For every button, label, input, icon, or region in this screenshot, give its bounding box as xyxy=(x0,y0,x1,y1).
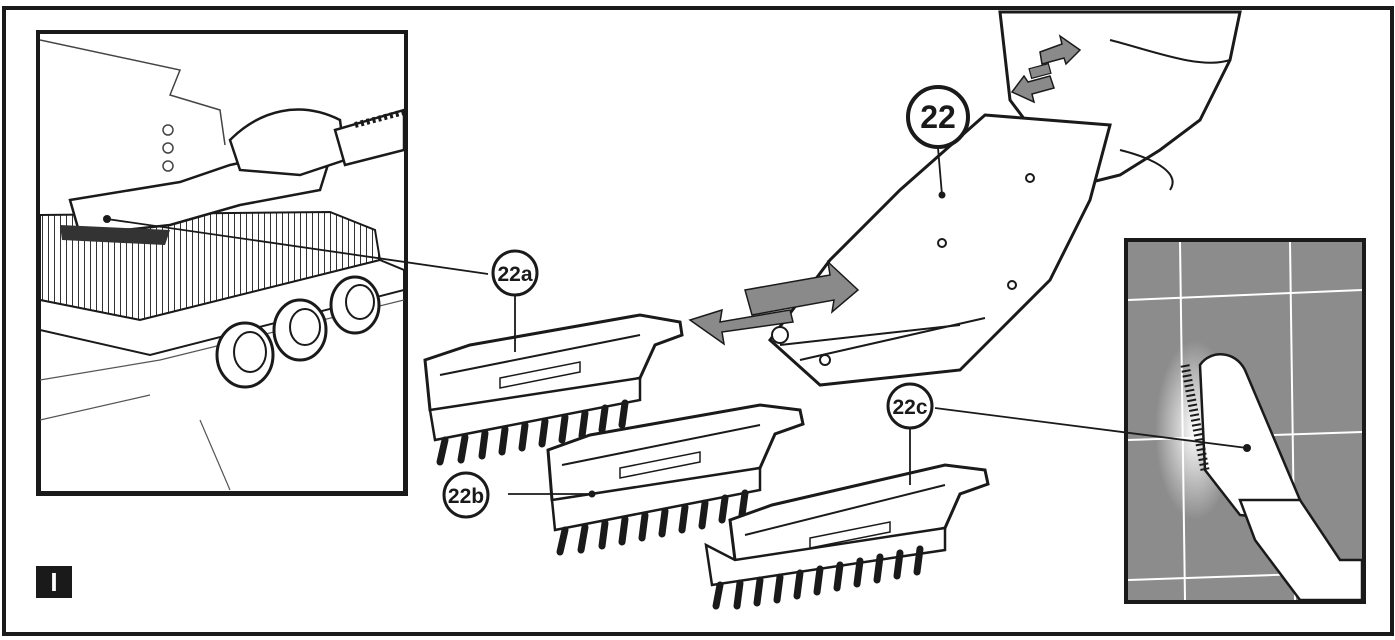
bubble-icon xyxy=(162,124,174,136)
callout-22a-label: 22a xyxy=(497,263,532,286)
callout-22-label: 22 xyxy=(920,99,956,135)
callout-22a: 22a xyxy=(491,249,539,297)
brush-22a xyxy=(423,313,684,466)
brush-bristles xyxy=(60,225,170,245)
callout-22: 22 xyxy=(906,85,970,149)
callout-22b-label: 22b xyxy=(448,485,484,508)
callout-22c-label: 22c xyxy=(892,396,927,419)
bristles-22a xyxy=(436,399,629,466)
slide-out-arrow-icon xyxy=(688,308,794,346)
section-label: I xyxy=(36,566,72,598)
grill-inset xyxy=(36,30,408,496)
tile-inset xyxy=(1124,238,1366,604)
grill-knob-icon xyxy=(215,321,275,389)
callout-22b: 22b xyxy=(442,471,490,519)
brush-22c xyxy=(704,463,990,610)
slide-in-arrow-icon xyxy=(744,259,860,316)
brush-22b xyxy=(546,403,805,556)
leader-line-22a xyxy=(106,218,489,275)
arrow-down-icon xyxy=(1010,74,1055,104)
arrow-up-icon xyxy=(1039,34,1082,66)
leader-line-22c xyxy=(934,407,1248,449)
grill-scene xyxy=(40,39,404,492)
callout-22c: 22c xyxy=(886,382,934,430)
steam-nozzle xyxy=(767,10,1242,387)
